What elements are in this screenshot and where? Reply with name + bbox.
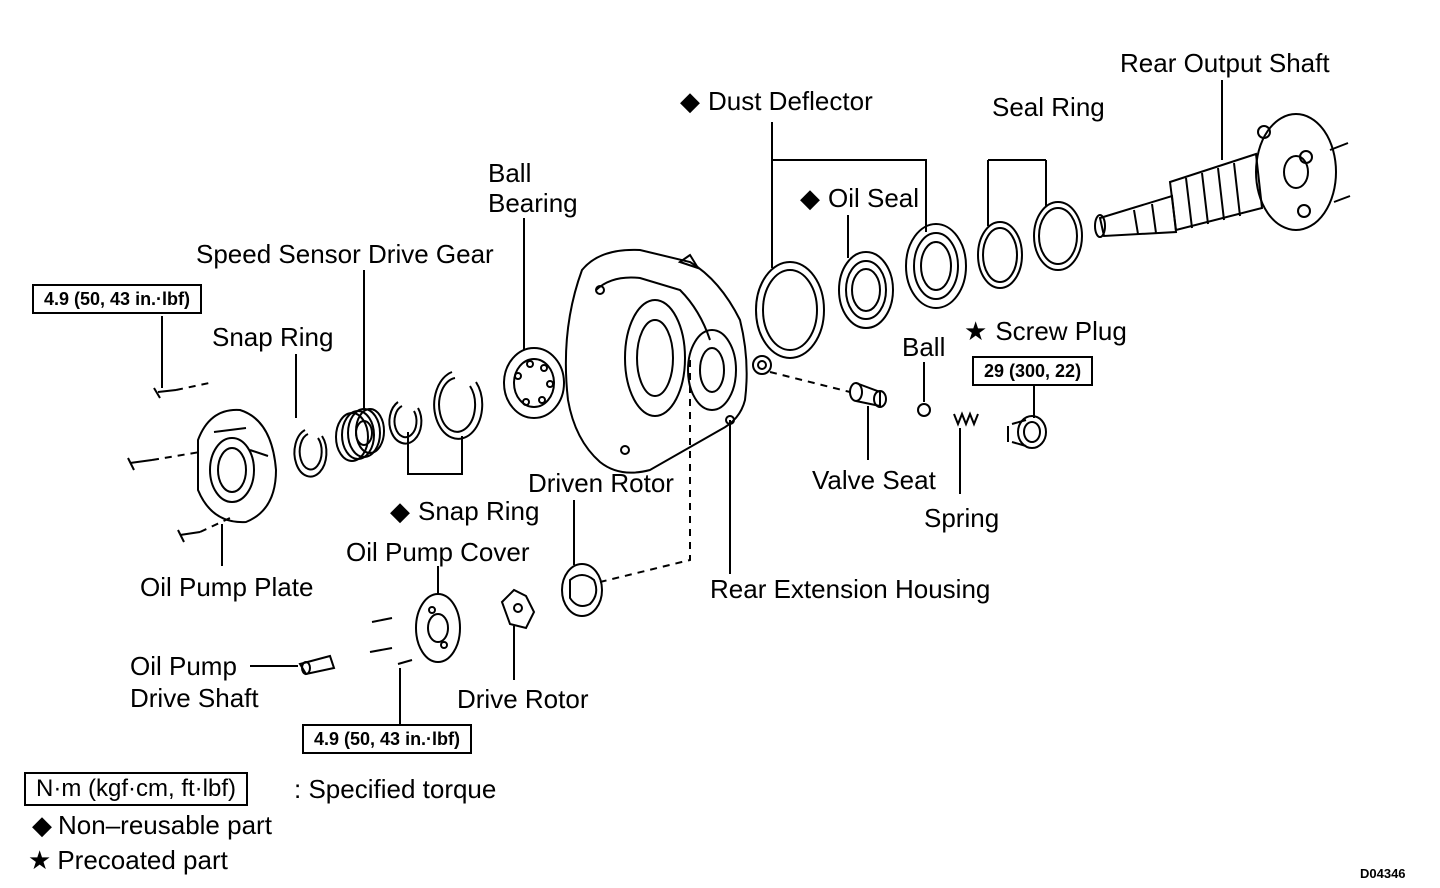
legend-non-reusable: ◆Non–reusable part (32, 810, 272, 840)
label-dust-deflector: ◆ Dust Deflector (680, 86, 873, 116)
seal-ring-2 (1033, 201, 1083, 271)
label-oil-pump-drive-shaft-line2: Drive Shaft (130, 683, 259, 713)
label-oil-seal: ◆ Oil Seal (800, 183, 919, 213)
label-ball-bearing-line2: Bearing (488, 188, 578, 218)
legend-torque-units: N·m (kgf·cm, ft·lbf) (24, 772, 248, 806)
label-oil-pump-plate: Oil Pump Plate (140, 572, 314, 602)
label-rear-output-shaft: Rear Output Shaft (1120, 48, 1330, 78)
screw-plug (1007, 415, 1047, 449)
dust-deflector (905, 223, 967, 309)
plate-bolts (127, 387, 201, 543)
snap-ring-left (293, 429, 328, 478)
torque-box-cover-bolts: 4.9 (50, 43 in.·lbf) (302, 724, 473, 754)
non-reusable-symbol: ◆ (390, 496, 410, 526)
snap-ring-small (388, 401, 423, 445)
seal-ring-1 (977, 221, 1023, 289)
legend-text: Non–reusable part (58, 810, 272, 840)
leader-lines (161, 80, 1223, 724)
label-oil-pump-drive-shaft-line1: Oil Pump (130, 651, 237, 681)
label-seal-ring: Seal Ring (992, 92, 1105, 122)
label-screw-plug: ★Screw Plug (964, 316, 1127, 346)
label-valve-seat: Valve Seat (812, 465, 936, 495)
rear-extension-housing (564, 248, 772, 474)
label-rear-extension-housing: Rear Extension Housing (710, 574, 991, 604)
label-text: Dust Deflector (708, 86, 873, 116)
label-ball-bearing-line1: Ball (488, 158, 532, 188)
label-snap-ring-top: Snap Ring (212, 322, 334, 352)
large-ring (755, 261, 825, 359)
speed-sensor-drive-gear (335, 408, 385, 462)
label-drive-rotor: Drive Rotor (457, 684, 589, 714)
label-text: Screw Plug (995, 316, 1127, 346)
driven-rotor (561, 563, 603, 617)
legend-precoated: ★Precoated part (28, 845, 228, 875)
torque-box-plate-bolts: 4.9 (50, 43 in.·lbf) (32, 284, 203, 314)
precoated-symbol: ★ (28, 845, 52, 875)
legend-torque-desc: : Specified torque (294, 774, 497, 804)
non-reusable-symbol: ◆ (32, 810, 52, 840)
oil-pump-drive-shaft (298, 654, 336, 676)
snap-ring-large (433, 371, 484, 440)
rear-output-shaft (1094, 113, 1351, 238)
non-reusable-symbol: ◆ (800, 183, 820, 213)
label-text: Snap Ring (418, 496, 540, 526)
label-driven-rotor: Driven Rotor (528, 468, 674, 498)
oil-pump-plate (197, 408, 278, 524)
oil-pump-cover (415, 593, 461, 663)
legend-text: Precoated part (57, 845, 228, 875)
spring-part (953, 411, 979, 427)
valve-seat (849, 382, 887, 408)
non-reusable-symbol: ◆ (680, 86, 700, 116)
label-speed-sensor-drive-gear: Speed Sensor Drive Gear (196, 239, 494, 269)
torque-box-screw-plug: 29 (300, 22) (972, 356, 1094, 386)
ball-bearing (503, 347, 565, 419)
ball-part (917, 403, 931, 417)
figure-code: D04346 (1360, 866, 1406, 881)
label-text: Oil Seal (828, 183, 920, 213)
label-ball: Ball (902, 332, 946, 362)
label-spring: Spring (924, 503, 1000, 533)
drive-rotor (500, 588, 536, 630)
oil-seal (838, 251, 894, 329)
label-snap-ring-bottom: ◆ Snap Ring (390, 496, 539, 526)
precoated-symbol: ★ (964, 316, 988, 346)
cover-bolts (369, 617, 413, 665)
label-oil-pump-cover: Oil Pump Cover (346, 537, 530, 567)
alignment-lines (151, 360, 851, 583)
